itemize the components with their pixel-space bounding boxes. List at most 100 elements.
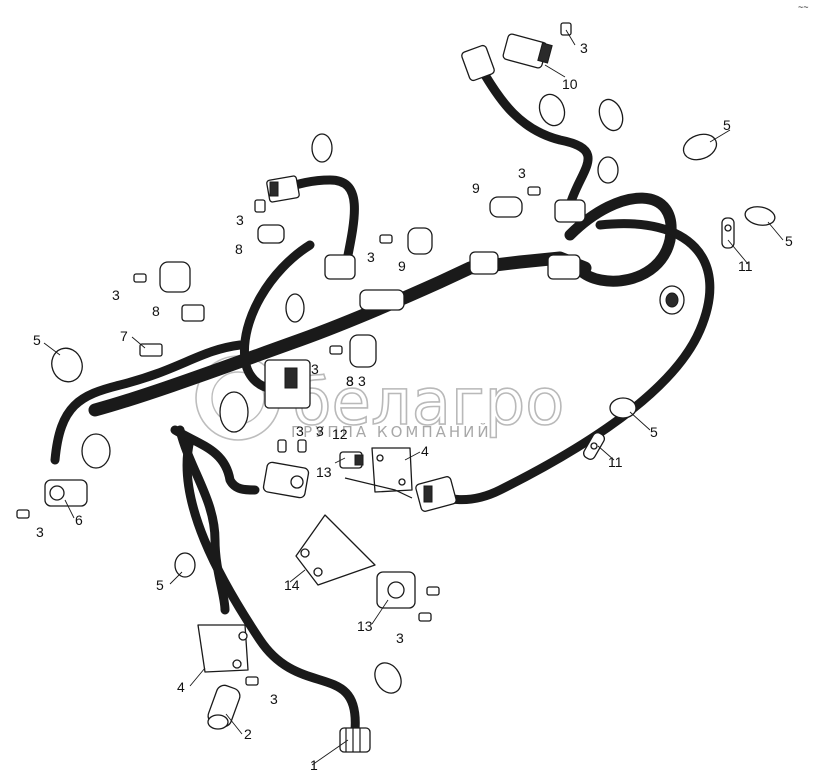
callout-9b: 9 [398,258,406,274]
sensor-12 [339,451,364,469]
parts [44,33,735,753]
tee-sleeve-right [547,254,581,280]
callout-6: 6 [75,512,83,528]
bolts [16,22,572,686]
callout-4a: 4 [421,443,429,459]
tie-loop-center [219,391,249,433]
main-trunk-hose [88,251,592,417]
watermark: белагро ГРУППА КОМПАНИЙ [195,355,565,441]
callout-3f: 3 [311,361,319,377]
bolt-3-bottom-left [16,509,30,519]
callout-8a: 8 [235,241,243,257]
callout-8c: 8 [346,373,354,389]
callout-labels: 1 2 3 3 3 3 3 3 3 3 3 3 3 3 3 4 4 5 5 5 … [33,2,809,773]
bolt-3-left-3 [133,273,147,283]
top-hose [480,70,593,210]
corner-mark: ~~ [798,2,809,12]
callout-2: 2 [244,726,252,742]
bolt-3-sensor-2 [297,439,307,453]
bolt-3-left-2 [379,234,393,244]
tie-5-lower-left [174,552,196,578]
bolt-3-mid [329,345,343,355]
leader-lines [43,29,784,766]
clip-8-mid [349,334,377,368]
trunk-sleeve [359,289,405,311]
connector-upper-left [266,175,300,203]
bracket-4-lower [197,624,249,673]
bolt-3-bottom-3 [245,676,259,686]
callout-4b: 4 [177,679,185,695]
clip-8-left [159,261,191,293]
tie-loop-top-2 [598,98,624,132]
small-connector [181,304,205,322]
callout-3j: 3 [270,691,278,707]
bolt-3-sensor-1 [277,439,287,453]
connector-10 [461,33,553,82]
callout-8b: 8 [152,303,160,319]
callout-7: 7 [120,328,128,344]
clip-8-upper [257,224,285,244]
tie-loop-left [81,433,111,469]
callout-14: 14 [284,577,300,593]
upper-left-hose [280,175,359,275]
watermark-subtitle: ГРУППА КОМПАНИЙ [291,422,492,441]
tie-loop-bottom [374,662,402,694]
bracket-4-upper [344,447,413,499]
callout-3i: 3 [396,630,404,646]
callout-13b: 13 [357,618,373,634]
central-connector-block [264,359,311,409]
callout-3e: 3 [112,287,120,303]
sensor-6 [44,479,88,507]
harness-hoses [50,70,715,735]
callout-5e: 5 [156,577,164,593]
callout-5a: 5 [723,117,731,133]
callout-3h: 3 [36,524,44,540]
callout-5c: 5 [650,424,658,440]
bolt-3-top [560,22,572,36]
clip-9-upper [407,227,433,255]
callout-3c: 3 [236,212,244,228]
tie-loop-top-3 [311,133,333,163]
plate-11-lower [582,432,606,460]
callout-3d: 3 [367,249,375,265]
callout-11b: 11 [608,454,623,470]
connector-7 [139,343,163,357]
tie-5-left [51,347,83,383]
callout-3l: 3 [358,373,366,389]
connector-1 [339,727,371,753]
connector-lower [415,476,457,512]
cable-ties [51,93,776,694]
watermark-brand: белагро [292,366,564,440]
bracket-14 [295,514,376,586]
tie-5-top-right [682,133,718,161]
tie-loop-top-1 [538,93,566,127]
clip-9-top [489,196,523,218]
bolt-3-left-1 [254,199,266,213]
tie-5-right [744,206,776,226]
callout-3g: 3 [316,423,324,439]
sensor-13-lower [376,571,416,609]
callout-3b: 3 [518,165,526,181]
bolt-3-upper [527,186,541,196]
callout-3a: 3 [580,40,588,56]
callout-12: 12 [332,426,348,442]
connector-right-round [659,285,685,315]
sensor-2 [207,684,241,730]
callout-11a: 11 [738,258,753,274]
down-hose-to-1 [182,435,360,735]
bolt-3-bottom-1 [426,586,440,596]
sensor-hose [170,425,260,495]
callout-3m: 3 [296,423,304,439]
callout-3k: 3 [346,373,354,389]
sensor-13-upper [262,461,310,499]
callout-13a: 13 [316,464,332,480]
tie-5-mid-right [609,397,637,419]
plate-11-right [721,217,735,249]
callout-5b: 5 [785,233,793,249]
callout-1: 1 [310,757,318,773]
callout-9a: 9 [472,180,480,196]
tee-sleeve-top [554,199,586,223]
down-hose-second [175,425,230,615]
bolt-3-bottom-2 [418,612,432,622]
